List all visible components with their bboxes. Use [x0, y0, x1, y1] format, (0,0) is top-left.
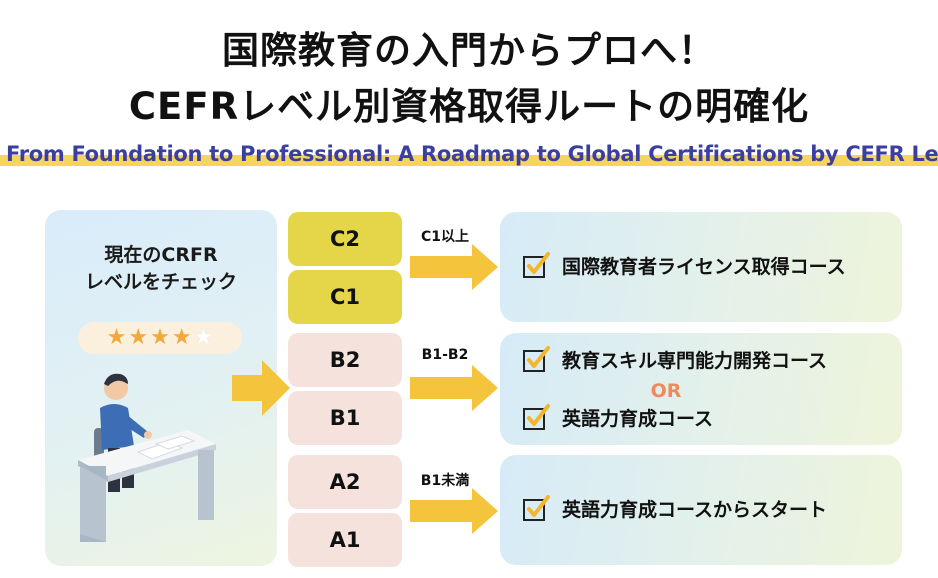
- route-card-c1-plus: 国際教育者ライセンス取得コース: [500, 212, 902, 322]
- big-right-arrow-icon: [232, 360, 290, 416]
- checkbox-checked-icon: [523, 252, 550, 278]
- level-box-c1: C1: [288, 270, 402, 324]
- level-label: C2: [329, 227, 361, 251]
- checkbox-checked-icon: [523, 346, 550, 372]
- route-item-text: 教育スキル専門能力開発コース: [562, 349, 828, 372]
- route-label-b1-b2: B1-B2: [421, 347, 469, 363]
- level-box-c2: C2: [288, 212, 402, 266]
- route-item: 英語力育成コース: [522, 403, 713, 431]
- or-separator: OR: [650, 380, 682, 402]
- current-level-heading-line-1: 現在のCRFR: [104, 244, 218, 266]
- level-label: B1: [329, 406, 361, 430]
- right-arrow-icon: [410, 365, 498, 411]
- route-card-below-b1: 英語力育成コースからスタート: [500, 455, 902, 565]
- route-label-below-b1: B1未満: [420, 473, 470, 489]
- route-item: 教育スキル専門能力開発コース: [522, 345, 827, 373]
- route-label-c1-plus: C1以上: [420, 229, 469, 245]
- level-label: B2: [329, 348, 361, 372]
- star-filled-icon: ★: [128, 325, 149, 350]
- level-label: C1: [329, 285, 361, 309]
- checkbox-checked-icon: [523, 495, 550, 521]
- rating-stars: ★ ★ ★ ★ ★: [78, 322, 242, 354]
- subtitle-banner: From Foundation to Professional: A Roadm…: [0, 142, 938, 166]
- current-level-heading: 現在のCRFR レベルをチェック: [45, 242, 277, 296]
- right-arrow-icon: [410, 244, 498, 290]
- star-empty-icon: ★: [193, 325, 214, 350]
- current-level-heading-line-2: レベルをチェック: [84, 271, 237, 293]
- checkbox-checked-icon: [523, 404, 550, 430]
- route-item-text: 英語力育成コース: [562, 407, 714, 430]
- route-item: 国際教育者ライセンス取得コース: [522, 251, 846, 279]
- route-item-text: 国際教育者ライセンス取得コース: [562, 255, 846, 278]
- level-label: A1: [329, 528, 361, 552]
- subtitle: From Foundation to Professional: A Roadm…: [0, 142, 938, 166]
- level-box-a2: A2: [288, 455, 402, 509]
- star-filled-icon: ★: [150, 325, 170, 350]
- level-box-b1: B1: [288, 391, 402, 445]
- person-at-desk-illustration: [78, 373, 216, 542]
- route-item: 英語力育成コースからスタート: [522, 494, 827, 522]
- star-filled-icon: ★: [106, 325, 127, 350]
- right-arrow-icon: [410, 488, 498, 534]
- main-title-line-1: 国際教育の入門からプロへ！: [222, 29, 716, 72]
- level-label: A2: [329, 470, 361, 494]
- level-box-a1: A1: [288, 513, 402, 567]
- route-item-text: 英語力育成コースからスタート: [562, 498, 828, 521]
- route-card-b1-b2: 教育スキル専門能力開発コース OR 英語力育成コース: [500, 333, 902, 445]
- star-filled-icon: ★: [171, 325, 192, 350]
- level-box-b2: B2: [288, 333, 402, 387]
- main-title-line-2: CEFRレベル別資格取得ルートの明確化: [128, 85, 810, 128]
